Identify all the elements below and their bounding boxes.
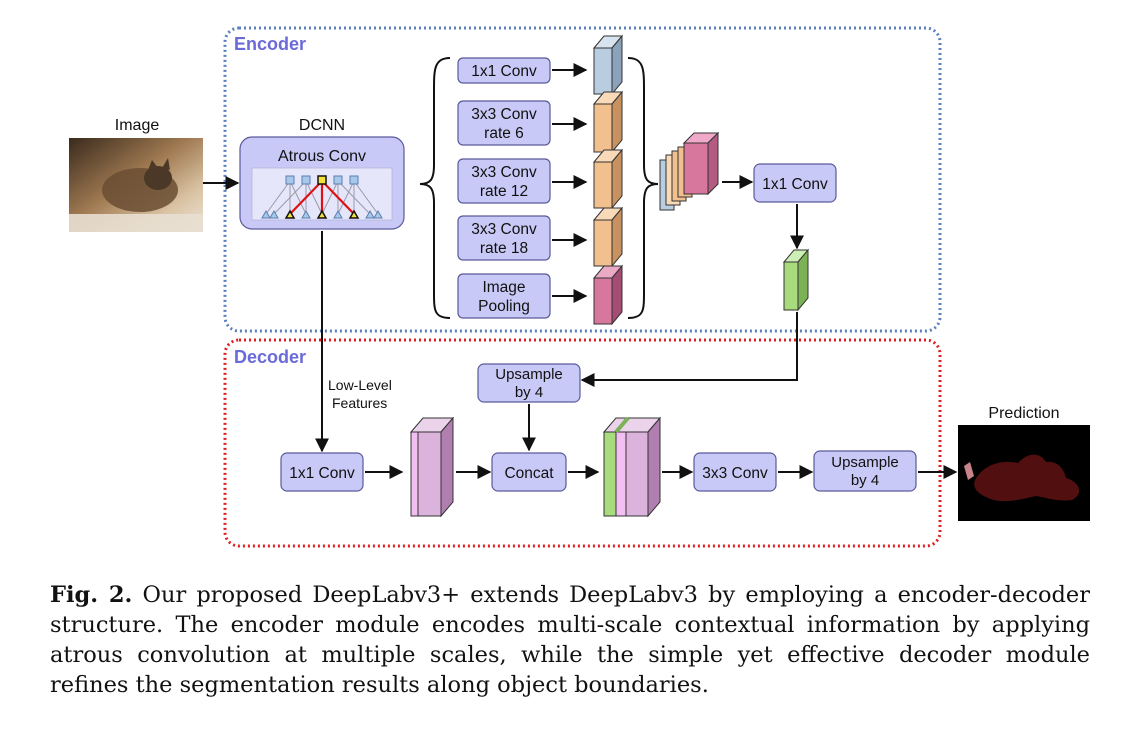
aspp-branch-label: 1x1 Conv xyxy=(471,63,537,80)
image-label: Image xyxy=(115,117,160,134)
encoder-conv-box xyxy=(753,163,837,203)
aspp-branch-label-2: Pooling xyxy=(478,298,530,315)
aspp-feature-maps xyxy=(592,34,624,326)
aspp-branch-label: 3x3 Conv xyxy=(471,164,537,181)
prediction-image xyxy=(958,425,1090,521)
architecture-diagram: Encoder Decoder Image DCNN Atrous Conv xyxy=(69,26,1090,548)
upsample-bottom-factor: by 4 xyxy=(851,472,879,489)
decoder-region xyxy=(223,338,942,548)
upsample-top-label: Upsample xyxy=(495,366,563,383)
prediction-label: Prediction xyxy=(988,405,1059,422)
aspp-left-brace xyxy=(419,57,451,319)
atrous-conv-illustration xyxy=(251,167,393,221)
caption-text: Our proposed DeepLabv3+ extends DeepLabv… xyxy=(50,582,1090,698)
aspp-arrows xyxy=(552,63,588,303)
decoder-title: Decoder xyxy=(234,347,306,367)
decoder-conv3-box xyxy=(693,452,777,492)
concatenated-features xyxy=(659,131,720,211)
feature-map-blue xyxy=(592,34,624,96)
aspp-branch-box xyxy=(457,100,551,146)
aspp-branch-label: Image xyxy=(482,279,525,296)
figure-caption: Fig. 2. Our proposed DeepLabv3+ extends … xyxy=(50,580,1090,700)
encoder-region xyxy=(223,26,942,333)
aspp-right-brace xyxy=(627,57,659,319)
aspp-branch-label: 3x3 Conv xyxy=(471,221,537,238)
aspp-branch-label: 3x3 Conv xyxy=(471,106,537,123)
caption-label: Fig. 2. xyxy=(50,582,133,608)
upsample-top-factor: by 4 xyxy=(515,384,543,401)
decoder-low-level-feature xyxy=(409,416,455,518)
feature-map-orange xyxy=(592,206,624,268)
aspp-branch-rate: rate 6 xyxy=(484,125,524,142)
aspp-branch-rate: rate 12 xyxy=(480,183,528,200)
aspp-branches: 1x1 Conv 3x3 Conv rate 6 3x3 Conv rate 1… xyxy=(457,57,551,319)
atrous-conv-label: Atrous Conv xyxy=(278,148,366,165)
decoder-concat-feature xyxy=(602,416,662,518)
upsample-top-box xyxy=(477,363,581,403)
dcnn-label: DCNN xyxy=(299,117,345,134)
aspp-branch-rate: rate 18 xyxy=(480,240,528,257)
low-level-label-2: Features xyxy=(332,395,387,411)
upsample-bottom-label: Upsample xyxy=(831,454,899,471)
feature-map-pink xyxy=(592,264,624,326)
decoder-conv1-box xyxy=(280,452,364,492)
aspp-branch-box xyxy=(457,158,551,204)
low-level-label: Low-Level xyxy=(328,377,392,393)
encoder-output-feature xyxy=(782,248,810,312)
decoder-conv3-label: 3x3 Conv xyxy=(702,465,768,482)
feature-map-orange xyxy=(592,148,624,210)
upsample-bottom-box xyxy=(813,450,917,492)
aspp-branch-box xyxy=(457,57,551,84)
encoder-conv-label: 1x1 Conv xyxy=(762,176,828,193)
decoder-conv1-label: 1x1 Conv xyxy=(289,465,355,482)
feature-map-orange xyxy=(592,90,624,154)
concat-label: Concat xyxy=(504,465,554,482)
input-image xyxy=(69,138,203,232)
arrow-encoder-to-upsample xyxy=(580,312,798,387)
aspp-branch-box xyxy=(457,215,551,261)
encoder-title: Encoder xyxy=(234,34,306,54)
concat-box xyxy=(491,452,567,492)
aspp-branch-box xyxy=(457,273,551,319)
